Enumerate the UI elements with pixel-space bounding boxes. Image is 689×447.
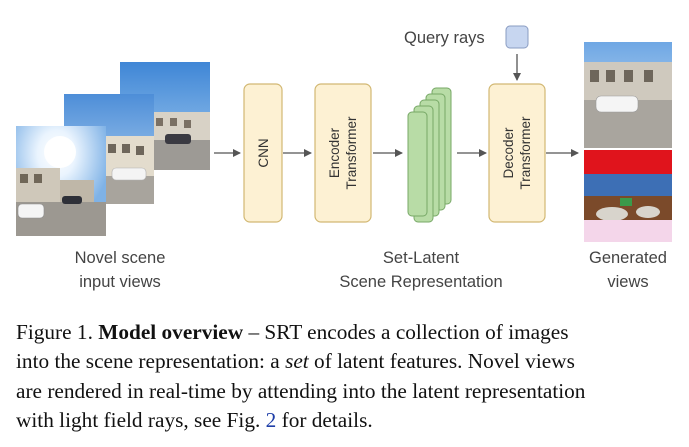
- caption-text: – SRT encodes a collection of images: [243, 320, 569, 344]
- query-rays-label: Query rays: [404, 29, 485, 47]
- caption-emphasis: set: [285, 349, 309, 374]
- output-label-line2: views: [607, 273, 648, 291]
- decoder-block: [488, 83, 546, 223]
- caption-line: Figure 1. Model overview – SRT encodes a…: [16, 318, 680, 347]
- caption-line: into the scene representation: a set of …: [16, 347, 680, 376]
- latent-label-line2: Scene Representation: [339, 273, 502, 291]
- decoder-label-line2: Transformer: [518, 116, 533, 190]
- caption-title: Model overview: [98, 320, 244, 344]
- figure-reference-link[interactable]: 2: [265, 408, 277, 433]
- encoder-block: [314, 83, 372, 223]
- latent-token: [407, 111, 428, 217]
- input-view-front: [16, 126, 106, 236]
- generated-rgb-view: [584, 42, 672, 148]
- caption-line: are rendered in real-time by attending i…: [16, 378, 586, 403]
- decoder-label-line1: Decoder: [501, 127, 516, 179]
- caption-text: with light field rays, see Fig.: [16, 408, 266, 433]
- caption-figure-number: Figure 1.: [16, 320, 99, 344]
- figure-caption: Figure 1. Model overview – SRT encodes a…: [16, 318, 680, 436]
- input-views-label-line1: Novel scene: [75, 249, 166, 267]
- encoder-label-line2: Transformer: [344, 116, 359, 190]
- query-rays-box: [505, 25, 529, 49]
- caption-text: into the scene representation: a: [16, 349, 286, 374]
- input-views-label-line2: input views: [79, 273, 161, 291]
- output-label-line1: Generated: [589, 249, 667, 267]
- caption-text: of latent features. Novel views: [308, 349, 575, 374]
- latent-label-line1: Set-Latent: [383, 249, 460, 267]
- latent-set: [407, 87, 452, 223]
- caption-line: with light field rays, see Fig. 2 for de…: [16, 406, 680, 435]
- model-overview-figure: CNN Encoder Transformer Query rays Decod…: [16, 25, 672, 291]
- generated-semantic-view: [584, 150, 672, 242]
- cnn-block: [243, 83, 283, 223]
- caption-text: for details.: [276, 408, 373, 433]
- encoder-label-line1: Encoder: [327, 127, 342, 178]
- cnn-label: CNN: [256, 138, 271, 167]
